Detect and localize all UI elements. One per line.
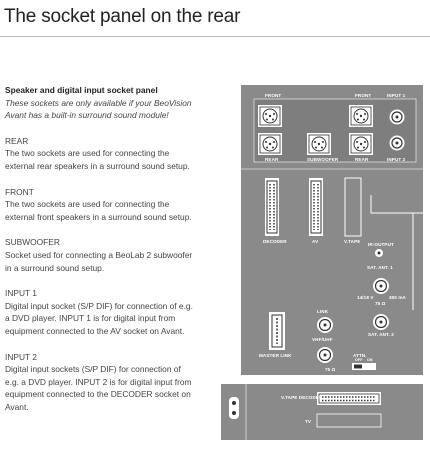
description-column: Speaker and digital input socket panel T… — [5, 84, 220, 413]
label-master-link: MASTER LINK — [259, 353, 292, 358]
cable-line — [370, 195, 423, 214]
power-socket-icon — [229, 397, 239, 419]
label-link: LINK — [317, 309, 329, 314]
label-subwoofer: SUBWOOFER — [307, 157, 339, 162]
label-vtape: V.TAPE — [344, 239, 361, 244]
master-link-socket-icon — [269, 312, 285, 350]
section-line: in a surround sound setup. — [5, 262, 105, 273]
section-line: external front speakers in a surround so… — [5, 211, 192, 222]
note-line: These sockets are only available if your… — [5, 97, 192, 108]
front-left-socket-icon — [258, 105, 282, 127]
input1-socket-icon — [389, 109, 405, 125]
section-front: FRONT The two sockets are used for conne… — [5, 186, 220, 224]
vtape-decoder-scart-icon — [317, 392, 381, 405]
label-sat-ant1: SAT. ANT. 1 — [367, 265, 393, 270]
label-rear-right: REAR — [355, 157, 369, 162]
availability-note: These sockets are only available if your… — [5, 97, 220, 122]
label-av: AV — [312, 239, 319, 244]
vhf-uhf-socket-icon — [317, 347, 333, 363]
av-scart-icon — [309, 178, 323, 236]
label-front-left: FRONT — [265, 93, 282, 98]
section-heading: Speaker and digital input socket panel — [5, 85, 158, 95]
section-title: INPUT 2 — [5, 351, 37, 362]
section-title: INPUT 1 — [5, 288, 37, 299]
note-line: Avant has a built-in surround sound modu… — [5, 110, 169, 121]
section-title: REAR — [5, 135, 29, 146]
rear-left-socket-icon — [258, 133, 282, 155]
label-ohm75-a: 75 Ω — [375, 301, 386, 306]
label-attn-off: OFF — [355, 358, 363, 362]
input2-socket-icon — [389, 135, 405, 151]
front-right-socket-icon — [349, 105, 373, 127]
section-line: Socket used for connecting a BeoLab 2 su… — [5, 249, 193, 260]
section-rear: REAR The two sockets are used for connec… — [5, 135, 220, 173]
section-line: equipment connected to the AV socket on … — [5, 325, 185, 336]
label-attn-on: ON — [367, 358, 373, 362]
label-tv: TV — [305, 419, 312, 424]
vtape-scart-icon — [344, 177, 362, 237]
label-input1: INPUT 1 — [387, 93, 406, 98]
label-vtape-decoder: V.TAPE DECODER — [281, 395, 323, 400]
section-line: equipment connected to the DECODER socke… — [5, 389, 191, 400]
section-line: e.g. a DVD player. INPUT 2 is for digita… — [5, 376, 192, 387]
section-line: Digital input socket (S/P DIF) for conne… — [5, 300, 193, 311]
sat-ant1-socket-icon — [373, 278, 389, 294]
label-attn: ATTN. — [353, 353, 367, 358]
rear-right-socket-icon — [349, 133, 373, 155]
label-input2: INPUT 2 — [387, 157, 406, 162]
label-rear-left: REAR — [265, 157, 279, 162]
sat-ant2-socket-icon — [373, 314, 389, 330]
label-ir-output: IR-OUTPUT — [368, 242, 394, 247]
section-line: Digital input sockets (S/P DIF) for conn… — [5, 364, 181, 375]
subwoofer-socket-icon — [307, 133, 331, 155]
label-sat-power: 14/18 V — [357, 295, 374, 300]
label-front-right: FRONT — [355, 93, 372, 98]
tv-scart-outline — [316, 413, 382, 428]
label-decoder: DECODER — [263, 239, 287, 244]
link-socket-icon — [317, 317, 333, 333]
socket-panel-illustration: FRONT FRONT INPUT 1 REAR SUBWOOFER REAR … — [221, 85, 423, 440]
label-sat-ant2: SAT. ANT. 2 — [368, 332, 394, 337]
section-line: Avant. — [5, 401, 29, 412]
section-line: a DVD player. INPUT 1 is for digital inp… — [5, 313, 176, 324]
ir-output-socket-icon — [375, 249, 383, 257]
label-ohm75-b: 75 Ω — [325, 367, 336, 372]
page-title: The socket panel on the rear — [4, 6, 241, 27]
section-title: SUBWOOFER — [5, 237, 60, 248]
attn-switch-icon — [352, 363, 376, 370]
section-line: The two sockets are used for connecting … — [5, 199, 170, 210]
section-input2: INPUT 2 Digital input sockets (S/P DIF) … — [5, 351, 220, 414]
section-subwoofer: SUBWOOFER Socket used for connecting a B… — [5, 236, 220, 274]
section-line: The two sockets are used for connecting … — [5, 148, 170, 159]
socket-panel-drawing — [221, 85, 423, 440]
section-input1: INPUT 1 Digital input socket (S/P DIF) f… — [5, 287, 220, 337]
decoder-scart-icon — [265, 178, 279, 236]
label-sat-current: 300 mA — [389, 295, 406, 300]
title-divider — [0, 36, 430, 37]
label-vhf-uhf: VHF/UHF — [312, 337, 333, 342]
section-line: external rear speakers in a surround sou… — [5, 160, 190, 171]
section-title: FRONT — [5, 186, 34, 197]
